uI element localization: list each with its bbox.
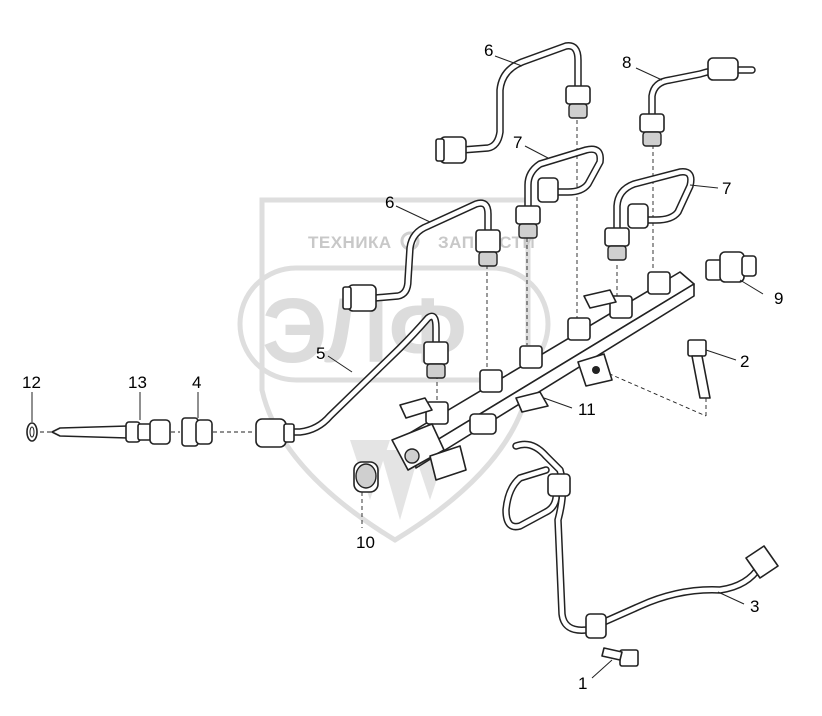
fuel-rail xyxy=(391,271,695,481)
bolt-2 xyxy=(687,339,711,399)
watermark: ТЕХНИКА ЗАПЧАСТИ ЭЛФ xyxy=(237,197,551,543)
return-pipe-3 xyxy=(502,440,779,639)
pipe-7-right xyxy=(604,168,695,261)
callout-1: 1 xyxy=(578,674,587,693)
pipe-6-upper xyxy=(435,42,591,164)
callout-11: 11 xyxy=(578,400,596,419)
pipe-6-middle xyxy=(342,199,501,312)
callout-7-right: 7 xyxy=(722,179,731,198)
pipe-8 xyxy=(639,57,756,147)
callout-2: 2 xyxy=(740,352,749,371)
connector-13 xyxy=(51,419,171,445)
callout-13: 13 xyxy=(128,373,147,392)
callouts: 6 8 7 7 6 9 2 5 11 12 13 4 10 3 1 xyxy=(22,41,783,693)
callout-3: 3 xyxy=(750,597,759,616)
plug-10 xyxy=(353,461,379,493)
watermark-text-left: ТЕХНИКА xyxy=(308,233,392,252)
callout-9: 9 xyxy=(774,289,783,308)
nut-4 xyxy=(181,417,213,447)
leader-lines xyxy=(31,55,764,679)
alignment-lines xyxy=(40,120,707,528)
o-ring-12 xyxy=(26,422,38,442)
callout-6-top: 6 xyxy=(484,41,493,60)
callout-4: 4 xyxy=(192,373,201,392)
pipe-7-left xyxy=(515,145,604,239)
pressure-sensor-9 xyxy=(705,251,757,283)
callout-6-middle: 6 xyxy=(385,193,394,212)
bolt-1 xyxy=(601,647,639,667)
callout-10: 10 xyxy=(356,533,375,552)
callout-12: 12 xyxy=(22,373,41,392)
callout-8: 8 xyxy=(622,53,631,72)
pipe-5 xyxy=(255,312,449,448)
callout-7-left: 7 xyxy=(513,133,522,152)
callout-5: 5 xyxy=(316,344,325,363)
